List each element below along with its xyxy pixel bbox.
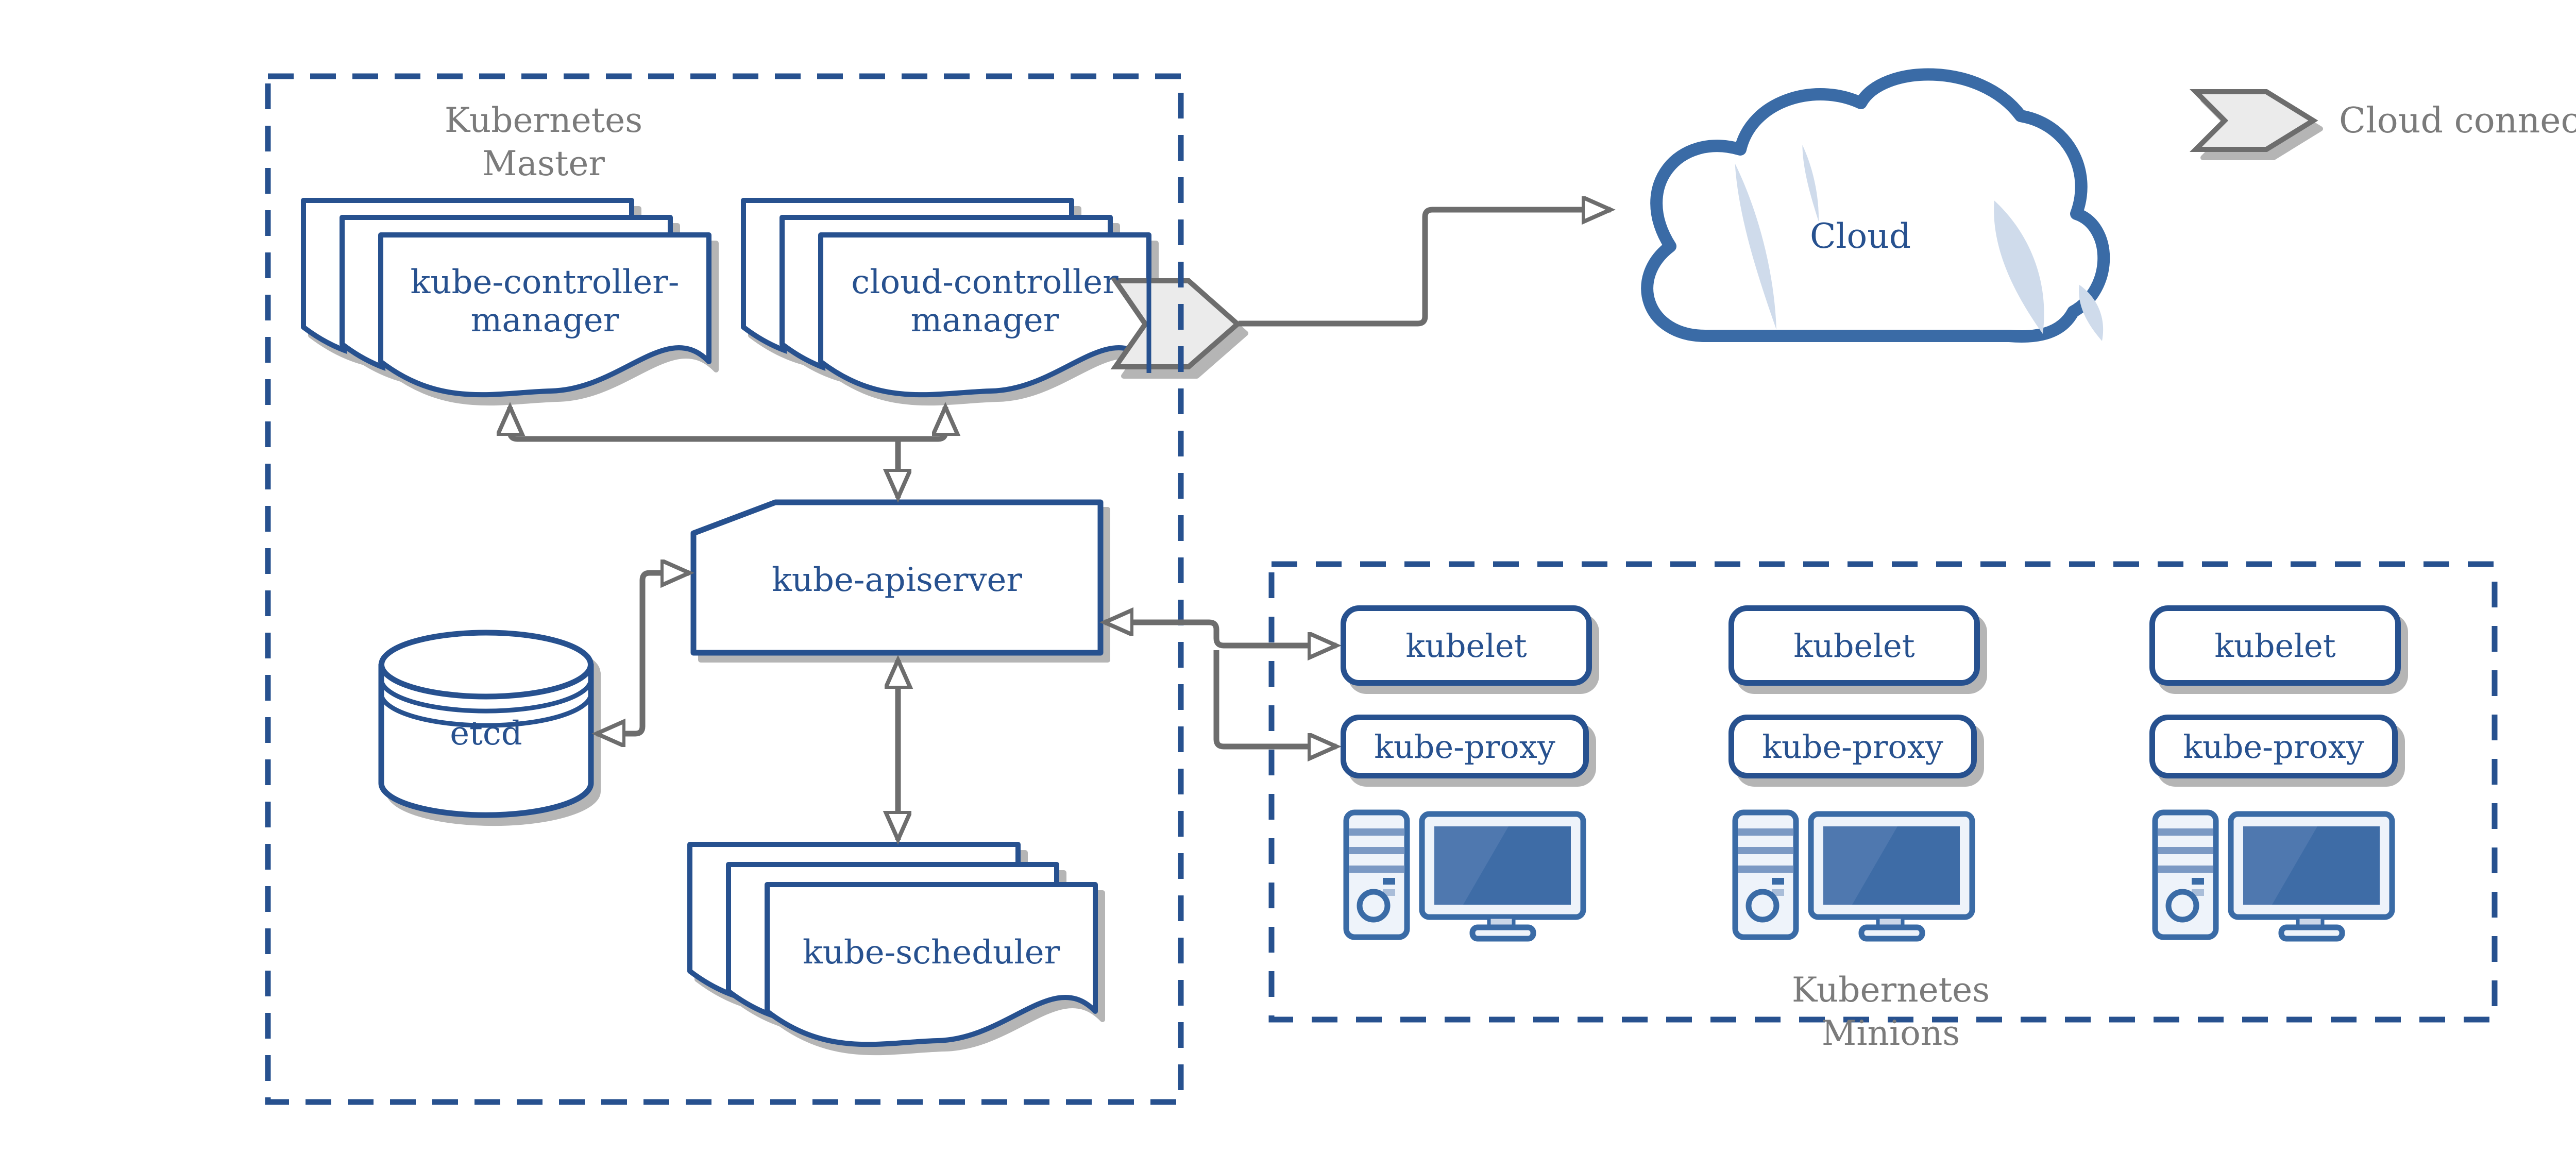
kubelet-box-3: kubelet	[2149, 605, 2401, 686]
apiserver-kubeproxy-wire	[1213, 650, 1336, 747]
etcd-cylinder	[378, 630, 601, 826]
workstation-icon	[2155, 812, 2392, 939]
cloud-shape	[1641, 68, 2111, 344]
kube-scheduler-stack	[690, 844, 1103, 1053]
kubelet-label: kubelet	[2214, 626, 2336, 665]
connector-wires	[510, 210, 1611, 840]
legend-cloud-connector-icon	[2196, 92, 2320, 158]
kube-controller-manager-stack	[303, 200, 716, 403]
workstation-icon	[1735, 812, 1972, 939]
kube-proxy-box-2: kube-proxy	[1728, 715, 1977, 778]
kube-proxy-label: kube-proxy	[1374, 727, 1555, 766]
kube-apiserver-shape	[690, 499, 1110, 663]
cloud-controller-manager-stack	[743, 200, 1156, 403]
kubelet-label: kubelet	[1793, 626, 1915, 665]
kubelet-box-1: kubelet	[1341, 605, 1592, 686]
kubelet-label: kubelet	[1405, 626, 1527, 665]
kube-proxy-label: kube-proxy	[2183, 727, 2364, 766]
controller-managers-bus-wire	[510, 407, 945, 442]
kube-proxy-label: kube-proxy	[1762, 727, 1943, 766]
etcd-apiserver-wire	[597, 573, 689, 734]
workstation-icon	[1346, 812, 1583, 939]
kubelet-box-2: kubelet	[1728, 605, 1980, 686]
connector-to-cloud-wire	[1239, 210, 1611, 327]
apiserver-kubelet-wire	[1105, 622, 1336, 646]
kube-proxy-box-1: kube-proxy	[1341, 715, 1589, 778]
kube-proxy-box-3: kube-proxy	[2149, 715, 2398, 778]
